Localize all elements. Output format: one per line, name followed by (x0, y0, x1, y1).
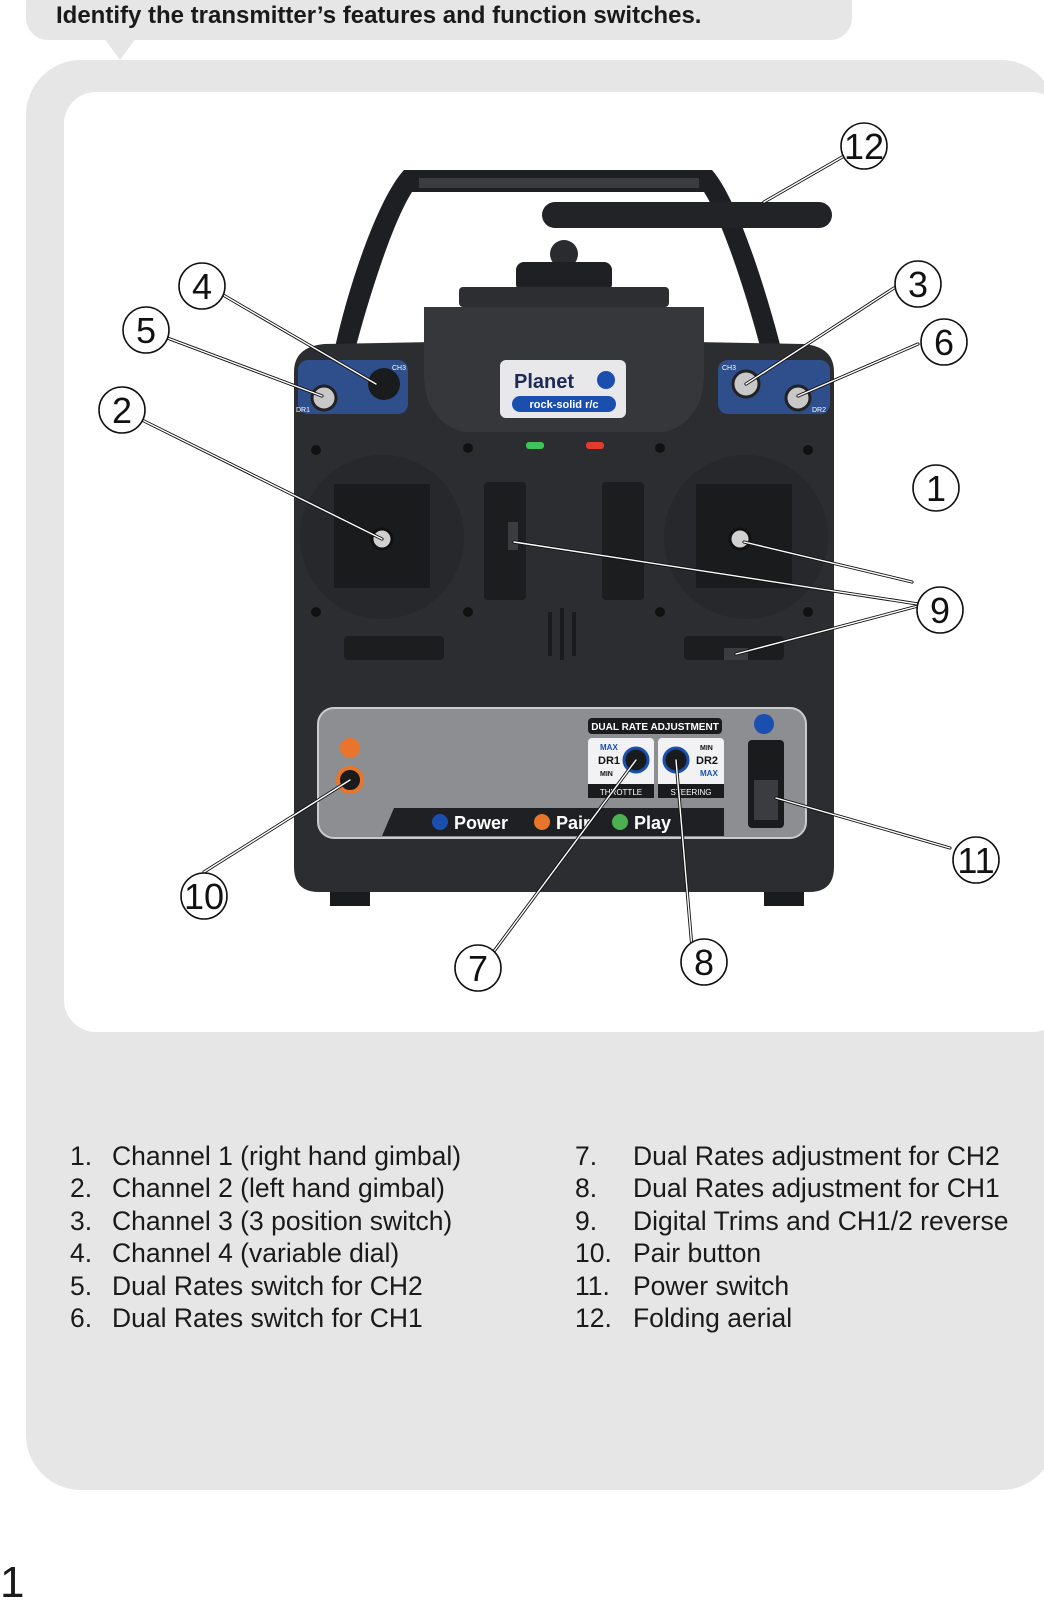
left-switch-plate: DR1 CH3 (296, 360, 408, 414)
legend-text: Dual Rates adjustment for CH1 (633, 1173, 1000, 1204)
dr2-max-label: MAX (700, 769, 718, 778)
svg-text:9: 9 (930, 590, 950, 631)
legend-number: 4. (70, 1238, 93, 1269)
legend-item: 1. Channel 1 (right hand gimbal) (70, 1140, 540, 1172)
legend-text: Dual Rates adjustment for CH2 (633, 1141, 1000, 1171)
legend-item: 11. Power switch (575, 1270, 1044, 1302)
legend-text: Folding aerial (633, 1302, 793, 1333)
dr1-label: DR1 (598, 755, 620, 767)
ch3-label-left: CH3 (392, 365, 406, 372)
svg-text:11: 11 (957, 840, 994, 881)
transmitter-illustration: Planet rock-solid r/c DR1 CH3 CH3 DR2 (98, 122, 1000, 992)
svg-text:4: 4 (192, 266, 212, 307)
callout-2: 2 (98, 386, 146, 434)
play-strip-label: Play (634, 813, 671, 833)
brand-logo-text: Planet (514, 371, 574, 393)
dr2-label: DR2 (696, 755, 718, 767)
brand-badge: Planet rock-solid r/c (500, 360, 626, 418)
legend-number: 8. (575, 1173, 598, 1204)
foot-left (330, 892, 370, 906)
callout-12: 12 (840, 122, 888, 170)
legend-item: 8. Dual Rates adjustment for CH1 (575, 1172, 1044, 1204)
folding-aerial (459, 202, 832, 307)
legend-text: Channel 1 (right hand gimbal) (112, 1141, 462, 1171)
callout-6: 6 (920, 318, 968, 366)
svg-text:12: 12 (844, 126, 884, 167)
pair-strip-label: Pair (556, 813, 590, 833)
brand-tagline-text: rock-solid r/c (529, 399, 598, 411)
callout-9: 9 (916, 586, 964, 634)
dr2-name-label: STEERING (671, 788, 712, 797)
dr1-name-label: THROTTLE (600, 788, 642, 797)
svg-text:2: 2 (112, 390, 132, 431)
svg-text:6: 6 (934, 322, 954, 363)
legend-number: 3. (70, 1205, 93, 1236)
callout-leader-lines (140, 154, 952, 956)
legend-item: 9. Digital Trims and CH1/2 reverse (575, 1205, 1044, 1237)
legend-item: 3. Channel 3 (3 position switch) (70, 1205, 540, 1237)
heading-bubble (26, 0, 852, 40)
dr1-switch-label: DR1 (296, 407, 310, 414)
carry-handle (334, 170, 782, 354)
ch3-label-right: CH3 (722, 365, 736, 372)
callout-4: 4 (178, 262, 226, 310)
legend-text: Dual Rates switch for CH1 (112, 1302, 423, 1333)
callout-1: 1 (912, 464, 960, 512)
legend-list-right: 7. Dual Rates adjustment for CH2 8. Dual… (575, 1140, 1044, 1334)
legend-item: 7. Dual Rates adjustment for CH2 (575, 1140, 1044, 1172)
callout-8: 8 (680, 938, 728, 986)
legend-number: 5. (70, 1270, 93, 1301)
legend-number: 2. (70, 1173, 93, 1204)
legend-text: Digital Trims and CH1/2 reverse (633, 1205, 1009, 1236)
legend-text: Channel 4 (variable dial) (112, 1238, 400, 1269)
legend-number: 12. (575, 1302, 612, 1333)
legend-number: 9. (575, 1205, 598, 1236)
legend-text: Power switch (633, 1270, 790, 1301)
dr2-switch-label: DR2 (812, 407, 826, 414)
legend-item: 5. Dual Rates switch for CH2 (70, 1270, 540, 1302)
svg-text:5: 5 (136, 310, 156, 351)
legend-text: Pair button (633, 1238, 762, 1269)
callout-7: 7 (454, 944, 502, 992)
dr2-min-label: MIN (700, 745, 713, 752)
legend-number: 6. (70, 1302, 93, 1333)
lower-control-panel: DUAL RATE ADJUSTMENT MAX DR1 MIN THROTTL… (317, 707, 807, 839)
transmitter-photo-card: Planet rock-solid r/c DR1 CH3 CH3 DR2 (64, 92, 1044, 1032)
right-switch-plate: CH3 DR2 (718, 360, 830, 414)
legend-number: 7. (575, 1141, 598, 1171)
dr1-max-label: MAX (600, 743, 618, 752)
callout-3: 3 (894, 260, 942, 308)
dual-rate-heading: DUAL RATE ADJUSTMENT (591, 722, 719, 733)
legend-number: 10. (575, 1238, 612, 1269)
svg-text:8: 8 (694, 942, 714, 983)
dr1-min-label: MIN (600, 771, 613, 778)
legend-item: 6. Dual Rates switch for CH1 (70, 1302, 540, 1334)
callout-11: 11 (952, 836, 1000, 884)
legend-item: 4. Channel 4 (variable dial) (70, 1237, 540, 1269)
legend-item: 2. Channel 2 (left hand gimbal) (70, 1172, 540, 1204)
legend-number: 1. (70, 1141, 93, 1171)
page-heading: Identify the transmitter’s features and … (56, 2, 702, 29)
legend-number: 11. (575, 1270, 610, 1301)
heading-bubble-tail (104, 38, 136, 60)
svg-text:3: 3 (908, 264, 928, 305)
legend-item: 10. Pair button (575, 1237, 1044, 1269)
svg-text:10: 10 (184, 876, 224, 917)
legend-text: Channel 2 (left hand gimbal) (112, 1173, 445, 1204)
callout-10: 10 (180, 872, 228, 920)
svg-text:1: 1 (926, 468, 946, 509)
power-strip-label: Power (454, 813, 508, 833)
page-number: 1 (0, 1558, 25, 1607)
foot-right (764, 892, 804, 906)
legend-list-left: 1. Channel 1 (right hand gimbal) 2. Chan… (70, 1140, 540, 1334)
legend-text: Channel 3 (3 position switch) (112, 1205, 453, 1236)
callout-5: 5 (122, 306, 170, 354)
svg-text:7: 7 (468, 948, 488, 989)
legend-item: 12. Folding aerial (575, 1302, 1044, 1334)
legend-text: Dual Rates switch for CH2 (112, 1270, 423, 1301)
